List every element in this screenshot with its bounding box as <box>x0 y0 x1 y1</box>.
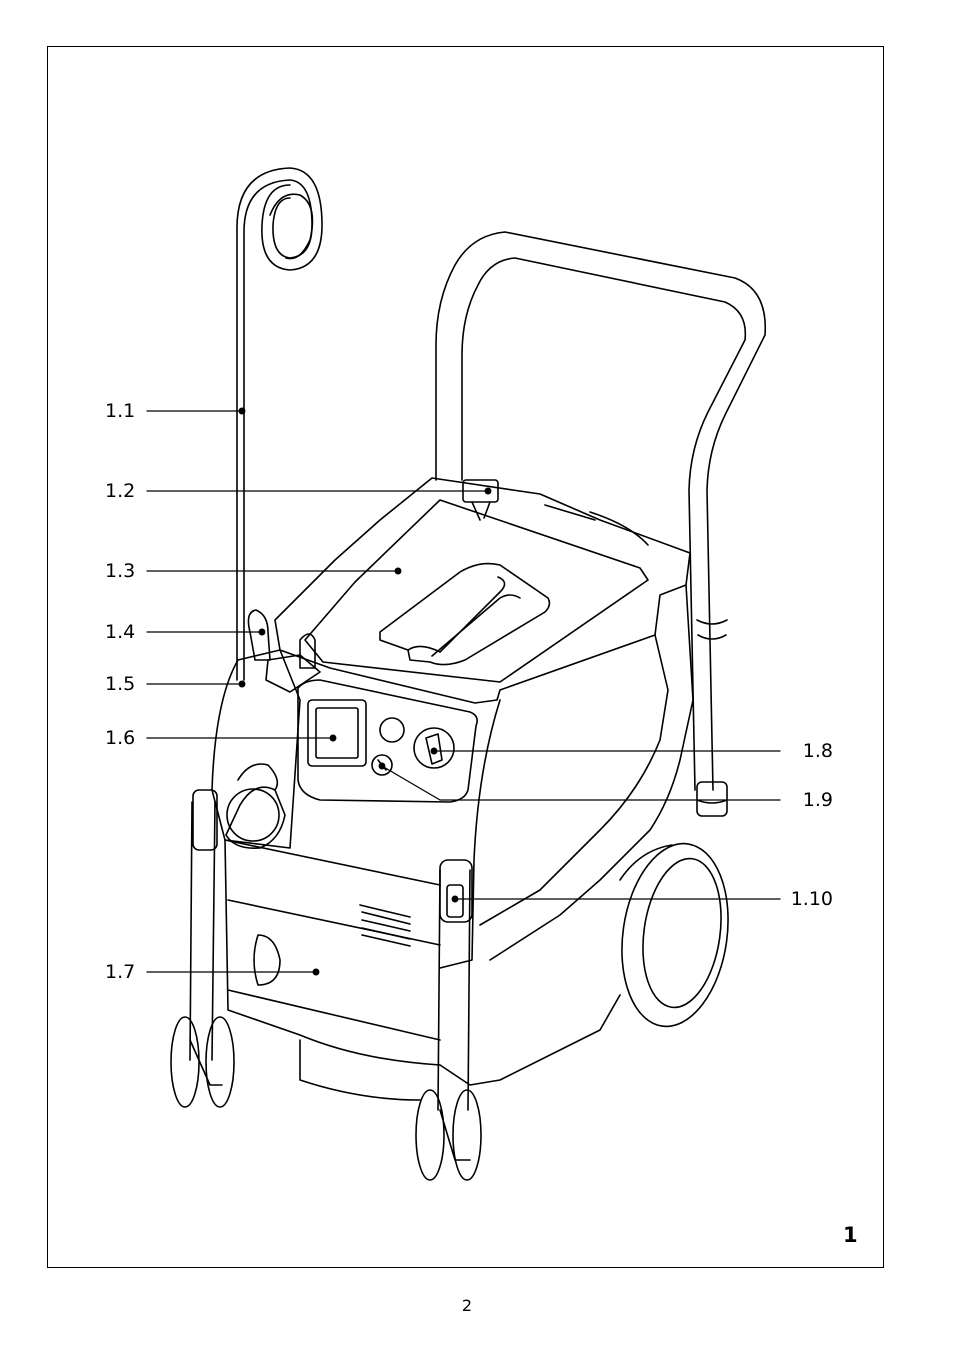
callout-1-3: 1.3 <box>105 561 135 581</box>
callout-1-8: 1.8 <box>803 741 833 761</box>
callout-1-5: 1.5 <box>105 674 135 694</box>
container <box>225 840 620 1100</box>
figure-number: 1 <box>843 1223 858 1247</box>
rear-wheel <box>611 837 740 1034</box>
callout-1-10: 1.10 <box>791 889 833 909</box>
hose-hook <box>237 168 322 680</box>
callout-1-4: 1.4 <box>105 622 135 642</box>
lid <box>275 478 690 703</box>
callout-1-7: 1.7 <box>105 962 135 982</box>
callout-1-2: 1.2 <box>105 481 135 501</box>
body-housing <box>212 585 693 968</box>
callout-1-9: 1.9 <box>803 790 833 810</box>
push-handle <box>436 232 765 816</box>
callout-1-6: 1.6 <box>105 728 135 748</box>
callout-1-1: 1.1 <box>105 401 135 421</box>
page-number: 2 <box>0 1296 934 1315</box>
front-right-post <box>416 860 481 1180</box>
